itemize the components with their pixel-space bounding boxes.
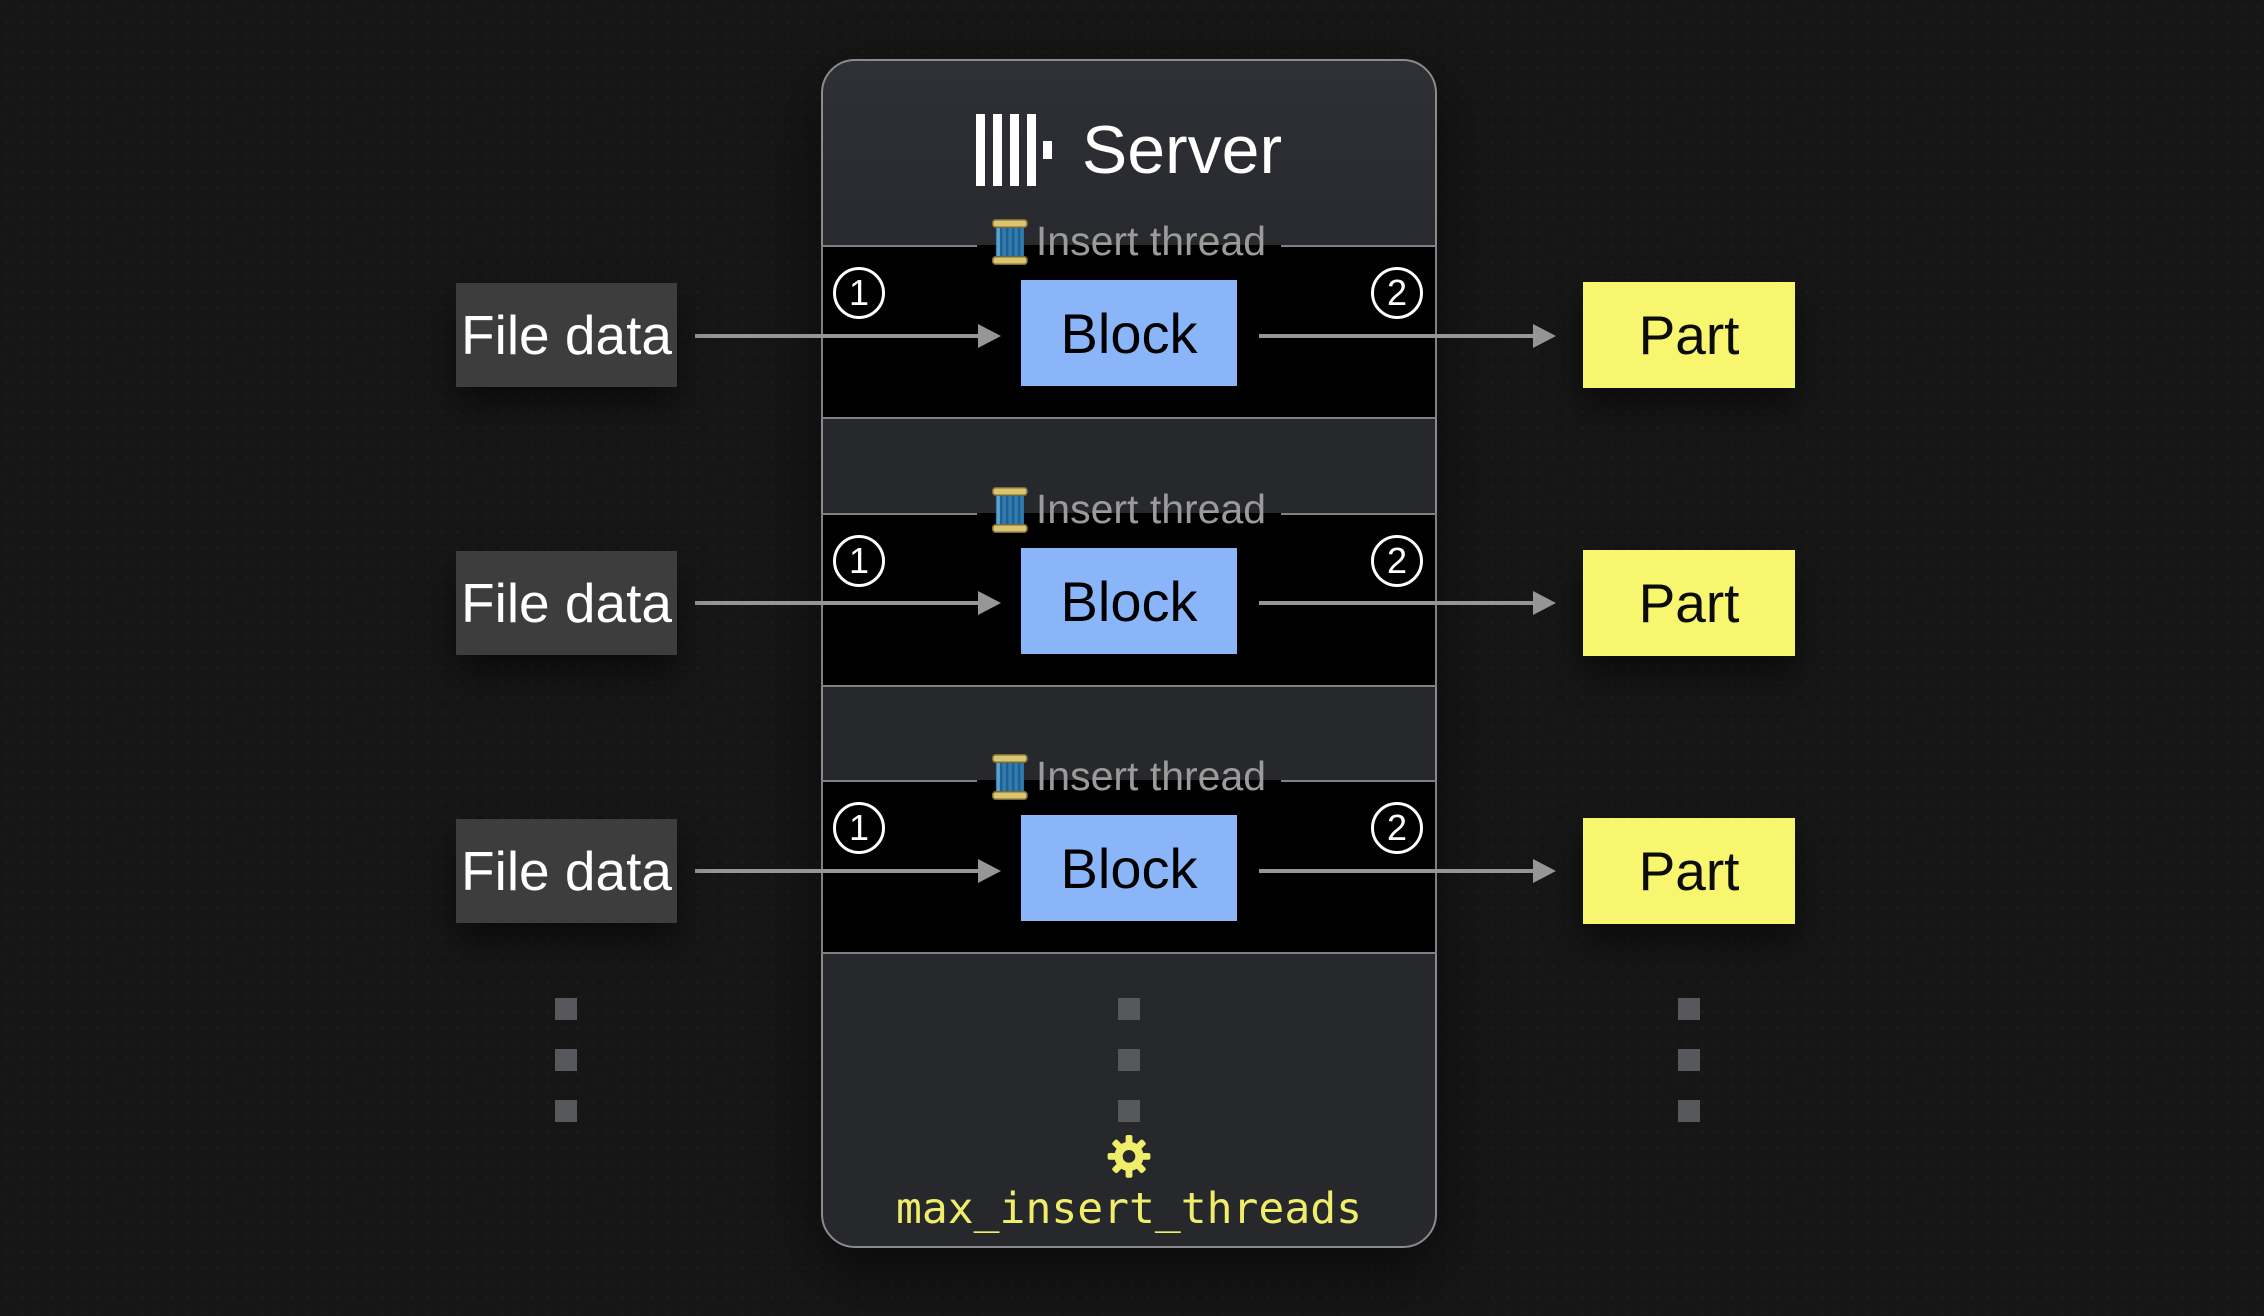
insert-thread-section-2: Insert thread 1 Block 2	[821, 487, 1437, 687]
arrow-block-to-part	[1259, 324, 1556, 348]
part-label: Part	[1638, 304, 1740, 366]
server-title: Server	[1081, 112, 1283, 188]
ellipsis-dot	[1678, 1049, 1700, 1071]
server-panel: Server Insert thread 1 Block	[821, 59, 1437, 1248]
step-number: 1	[848, 272, 870, 313]
section-border-segment	[823, 245, 977, 247]
ellipsis-dot	[1118, 1100, 1140, 1122]
file-data-box: File data	[456, 819, 677, 923]
step-number: 2	[1386, 807, 1408, 848]
block-box: Block	[1021, 280, 1237, 386]
ellipsis-file-column	[555, 998, 577, 1122]
part-box: Part	[1583, 282, 1795, 388]
part-box: Part	[1583, 550, 1795, 656]
file-data-box: File data	[456, 283, 677, 387]
section-border-segment	[1281, 245, 1435, 247]
section-border-segment	[823, 780, 977, 782]
ellipsis-dot	[555, 998, 577, 1020]
server-header: Server	[823, 61, 1435, 239]
server-setting: max_insert_threads	[823, 1133, 1435, 1233]
insert-thread-label: Insert thread	[1035, 486, 1267, 533]
gear-icon	[1107, 1134, 1151, 1178]
insert-thread-legend: Insert thread	[991, 218, 1267, 265]
block-label: Block	[1060, 836, 1198, 900]
step-1-badge: 1	[833, 802, 885, 854]
block-label: Block	[1060, 301, 1198, 365]
step-2-badge: 2	[1371, 802, 1423, 854]
step-number: 2	[1386, 540, 1408, 581]
file-data-label: File data	[461, 304, 672, 366]
file-data-label: File data	[461, 840, 672, 902]
step-2-badge: 2	[1371, 535, 1423, 587]
section-border-segment	[1281, 780, 1435, 782]
file-data-box: File data	[456, 551, 677, 655]
ellipsis-dot	[555, 1049, 577, 1071]
arrow-file-to-block	[695, 324, 1001, 348]
clickhouse-logo-icon	[975, 114, 1052, 186]
block-box: Block	[1021, 815, 1237, 921]
ellipsis-thread-column	[1118, 998, 1140, 1122]
insert-thread-legend: Insert thread	[991, 486, 1267, 533]
part-box: Part	[1583, 818, 1795, 924]
part-label: Part	[1638, 840, 1740, 902]
insert-thread-legend: Insert thread	[991, 753, 1267, 800]
ellipsis-part-column	[1678, 998, 1700, 1122]
insert-thread-label: Insert thread	[1035, 218, 1267, 265]
arrow-block-to-part	[1259, 591, 1556, 615]
arrow-block-to-part	[1259, 859, 1556, 883]
ellipsis-dot	[1118, 1049, 1140, 1071]
thread-spool-icon	[991, 754, 1028, 800]
ellipsis-dot	[1118, 998, 1140, 1020]
ellipsis-dot	[1678, 1100, 1700, 1122]
step-2-badge: 2	[1371, 267, 1423, 319]
step-1-badge: 1	[833, 267, 885, 319]
ellipsis-dot	[555, 1100, 577, 1122]
arrow-file-to-block	[695, 859, 1001, 883]
step-1-badge: 1	[833, 535, 885, 587]
thread-spool-icon	[991, 487, 1028, 533]
section-border-segment	[1281, 513, 1435, 515]
step-number: 1	[848, 807, 870, 848]
block-label: Block	[1060, 569, 1198, 633]
insert-thread-section-3: Insert thread 1 Block 2	[821, 754, 1437, 954]
insert-thread-section-1: Insert thread 1 Block 2	[821, 219, 1437, 419]
block-box: Block	[1021, 548, 1237, 654]
ellipsis-dot	[1678, 998, 1700, 1020]
section-border-segment	[823, 513, 977, 515]
thread-spool-icon	[991, 219, 1028, 265]
part-label: Part	[1638, 572, 1740, 634]
setting-label: max_insert_threads	[896, 1183, 1362, 1234]
step-number: 1	[848, 540, 870, 581]
arrow-file-to-block	[695, 591, 1001, 615]
file-data-label: File data	[461, 572, 672, 634]
insert-thread-label: Insert thread	[1035, 753, 1267, 800]
step-number: 2	[1386, 272, 1408, 313]
